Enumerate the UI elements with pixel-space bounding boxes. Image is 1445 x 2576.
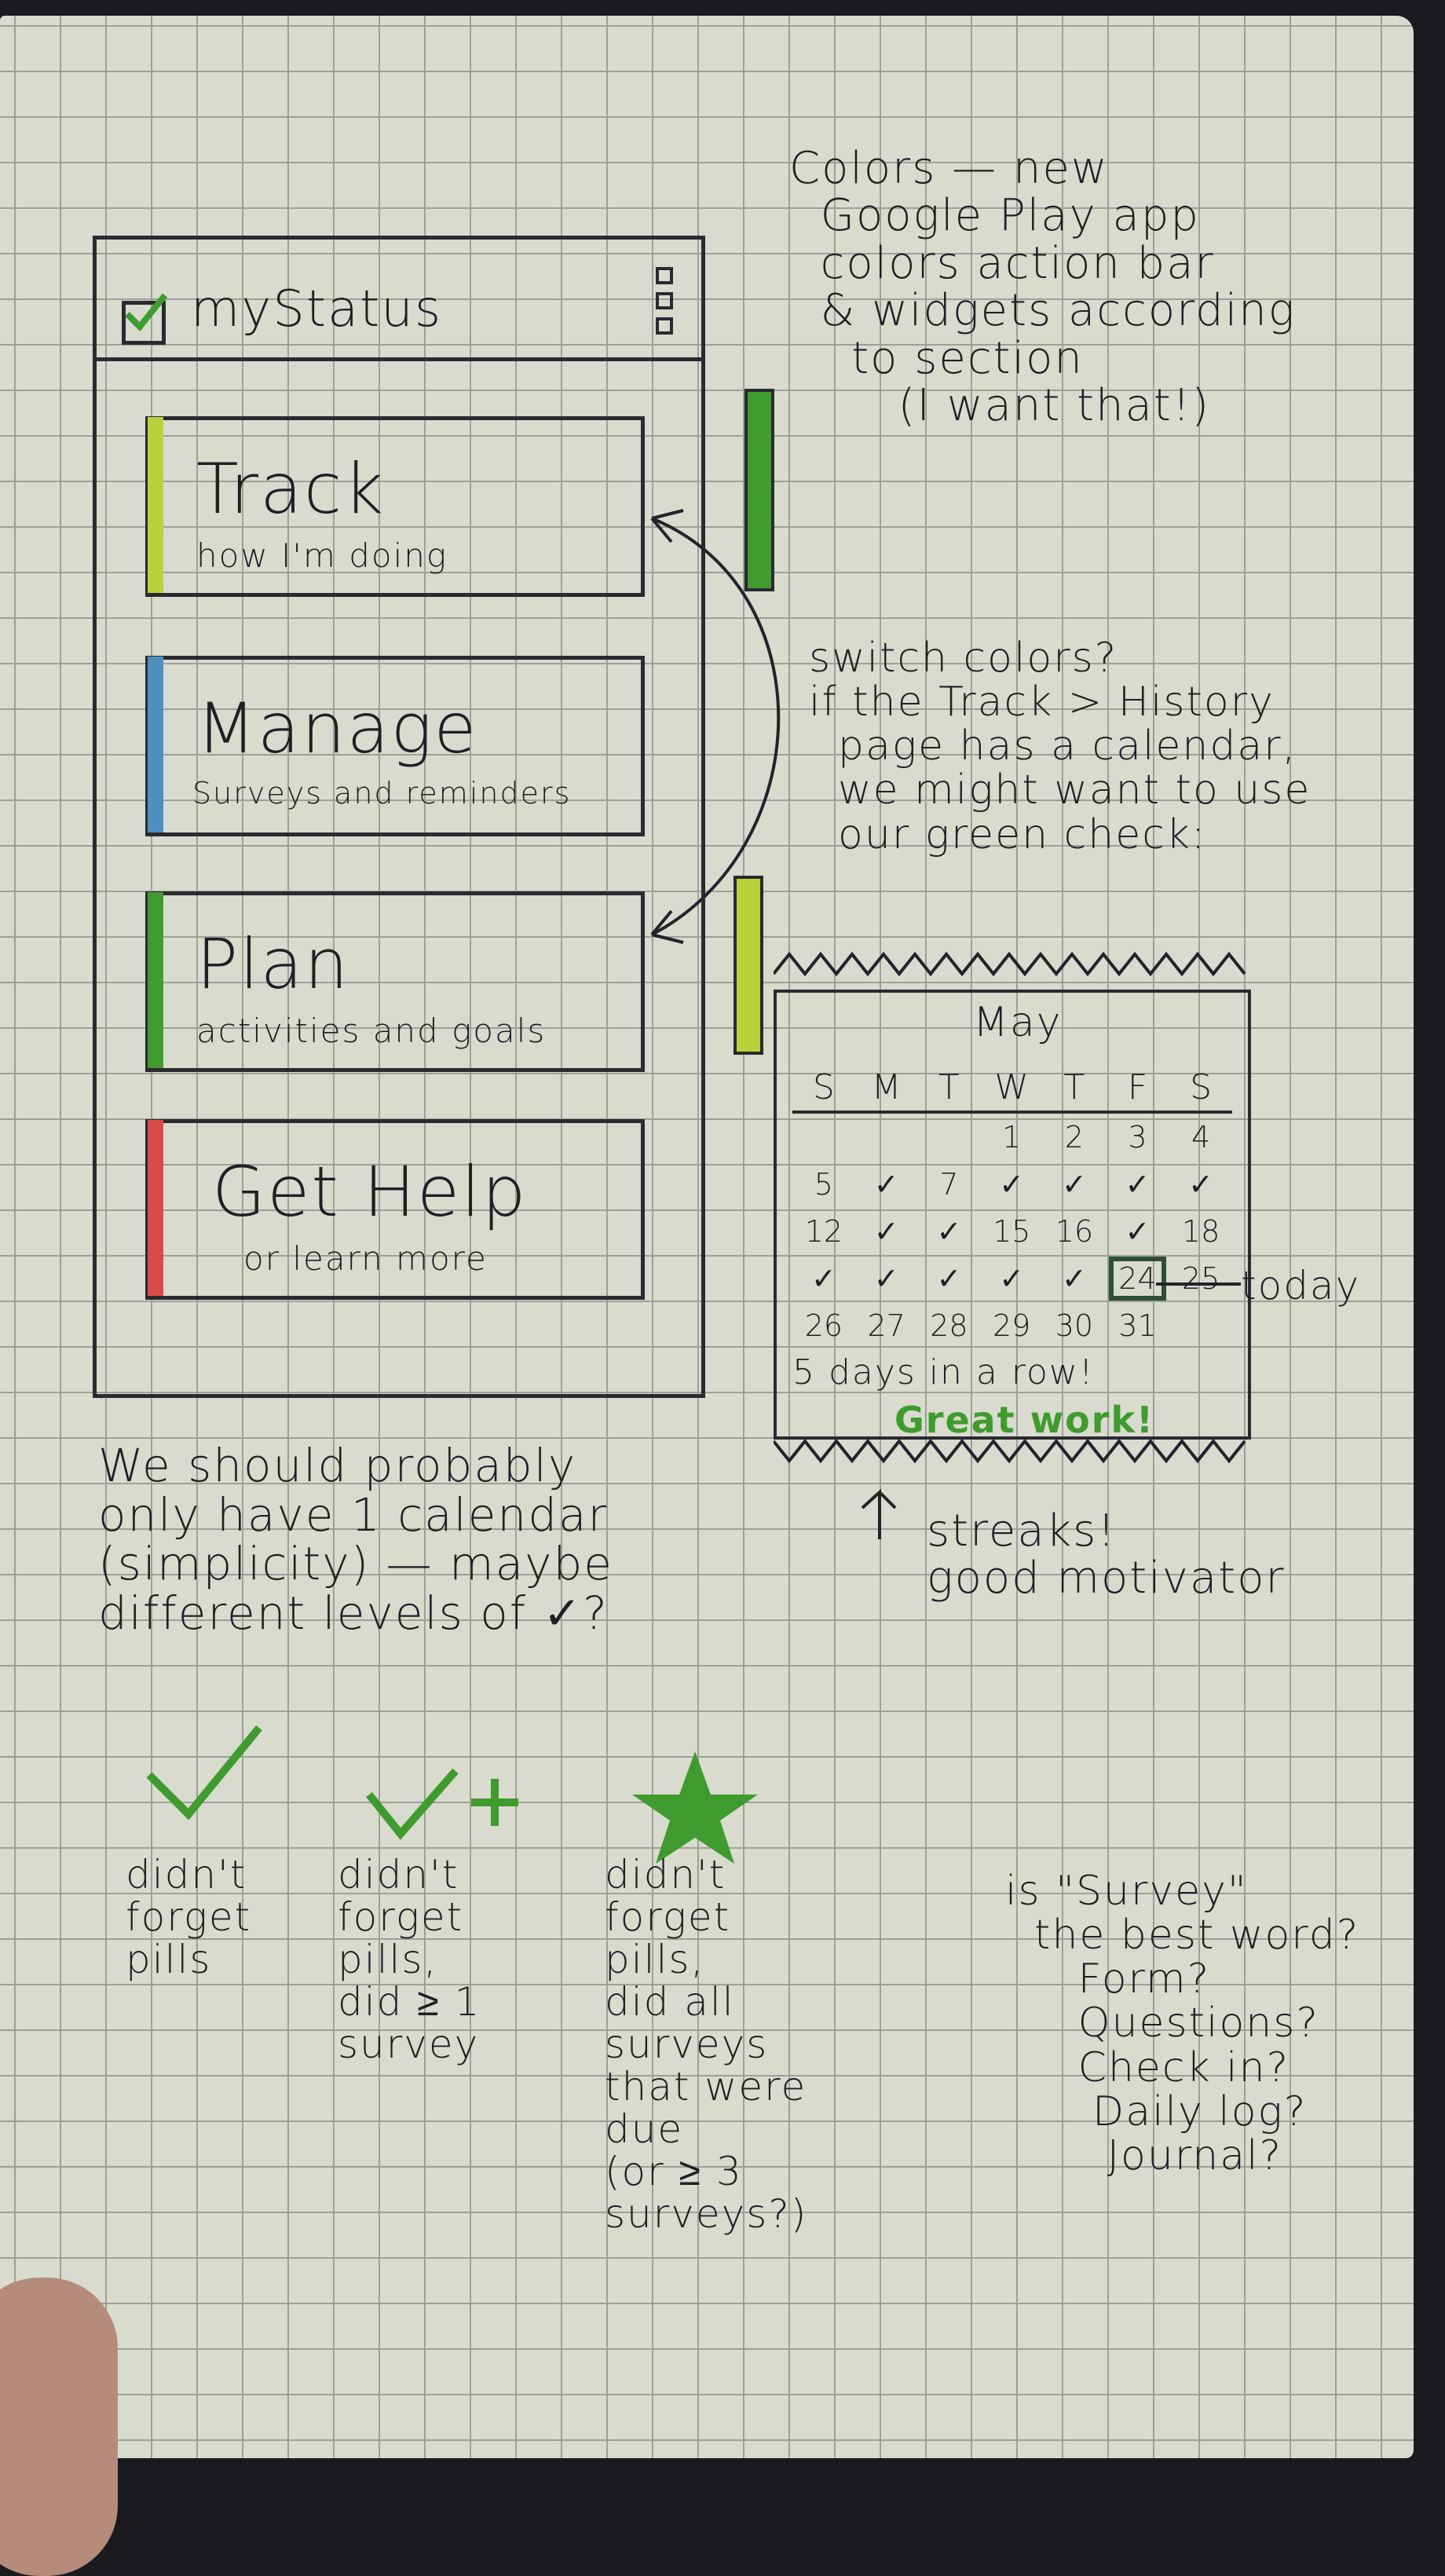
calendar-grid: S M T W T F S 1 2 3 4 xyxy=(792,1063,1232,1349)
calendar-day[interactable]: 12 xyxy=(804,1214,843,1249)
side-color-bar-lime xyxy=(733,876,763,1055)
calendar-week: 26 27 28 29 30 31 xyxy=(792,1302,1232,1349)
calendar-day[interactable]: 28 xyxy=(930,1308,968,1343)
legend-item-3: didn't forget pills, did all surveys tha… xyxy=(605,1852,808,2237)
streaks-note: streaks! good motivator xyxy=(927,1506,1286,1605)
today-pointer-icon xyxy=(1156,1283,1241,1286)
day-header: S xyxy=(1169,1063,1232,1114)
check-icon[interactable]: ✓ xyxy=(1125,1214,1151,1249)
day-header: F xyxy=(1105,1063,1170,1114)
plan-subtitle: activities and goals xyxy=(196,1012,547,1050)
calendar-day[interactable] xyxy=(918,1112,981,1161)
calendar-day[interactable]: 2 xyxy=(1064,1120,1084,1154)
manage-color-stripe xyxy=(148,657,163,832)
calendar-day[interactable]: 27 xyxy=(867,1308,905,1343)
track-color-stripe xyxy=(148,417,163,593)
torn-edge-top xyxy=(774,951,1246,977)
thumb xyxy=(0,2278,118,2576)
streak-text: 5 days in a row! xyxy=(792,1352,1095,1392)
check-icon[interactable]: ✓ xyxy=(873,1261,899,1296)
calendar-day[interactable]: 31 xyxy=(1118,1308,1157,1343)
check-icon[interactable]: ✓ xyxy=(999,1261,1025,1296)
switch-arrow-icon xyxy=(650,509,781,944)
calendar-day[interactable]: 7 xyxy=(939,1167,959,1202)
colors-note: Colors — new Google Play app colors acti… xyxy=(789,143,1297,432)
manage-title: Manage xyxy=(196,688,478,769)
calendar-day[interactable] xyxy=(1169,1302,1232,1349)
calendar-day[interactable]: 15 xyxy=(992,1214,1031,1249)
today-cell[interactable]: 24 xyxy=(1106,1255,1169,1302)
calendar-day[interactable] xyxy=(855,1112,918,1161)
manage-subtitle: Surveys and reminders xyxy=(192,776,572,810)
calendar-week: 12 ✓ ✓ 15 16 ✓ 18 xyxy=(792,1208,1232,1255)
day-header: T xyxy=(1043,1063,1106,1114)
get-help-card[interactable]: Get Help or learn more xyxy=(145,1119,645,1300)
calendar-day[interactable]: 4 xyxy=(1191,1120,1211,1154)
legend-item-1: didn't forget pills xyxy=(126,1852,252,1982)
calendar-week: 1 2 3 4 xyxy=(792,1112,1232,1161)
overflow-menu-icon[interactable] xyxy=(656,267,673,342)
check-icon[interactable]: ✓ xyxy=(810,1261,836,1296)
phone-wireframe: myStatus Track how I'm doing Manage Surv… xyxy=(93,236,705,1398)
day-header: S xyxy=(792,1063,855,1114)
check-icon[interactable]: ✓ xyxy=(999,1167,1025,1202)
calendar-day[interactable]: 1 xyxy=(1002,1120,1022,1154)
get-help-color-stripe xyxy=(148,1120,163,1296)
history-calendar: May S M T W T F S 1 2 3 xyxy=(774,990,1251,1440)
switch-colors-note: switch colors? if the Track > History pa… xyxy=(809,635,1311,858)
check-plus-icon xyxy=(366,1768,518,1840)
plan-card[interactable]: Plan activities and goals xyxy=(145,891,645,1072)
calendar-week: ✓ ✓ ✓ ✓ ✓ 24 25 xyxy=(792,1255,1232,1302)
check-icon[interactable]: ✓ xyxy=(1125,1167,1151,1202)
day-header: M xyxy=(854,1063,918,1114)
check-icon[interactable]: ✓ xyxy=(873,1214,899,1249)
calendar-day[interactable]: 26 xyxy=(804,1308,843,1343)
check-icon[interactable]: ✓ xyxy=(1061,1261,1087,1296)
calendar-levels-note: We should probably only have 1 calendar … xyxy=(98,1439,613,1640)
check-icon[interactable]: ✓ xyxy=(873,1167,899,1202)
manage-card[interactable]: Manage Surveys and reminders xyxy=(145,656,645,836)
plan-color-stripe xyxy=(148,892,163,1068)
calendar-day[interactable]: 3 xyxy=(1128,1120,1147,1154)
check-icon[interactable]: ✓ xyxy=(936,1214,962,1249)
get-help-title: Get Help xyxy=(212,1151,528,1232)
calendar-day[interactable]: 16 xyxy=(1055,1214,1094,1249)
side-color-bar-green xyxy=(744,389,774,591)
track-subtitle: how I'm doing xyxy=(196,536,448,575)
plan-title: Plan xyxy=(196,924,350,1004)
app-title: myStatus xyxy=(191,280,443,338)
calendar-month: May xyxy=(973,999,1063,1046)
get-help-subtitle: or learn more xyxy=(243,1239,488,1278)
calendar-header-row: S M T W T F S xyxy=(792,1063,1232,1114)
calendar-day[interactable]: 30 xyxy=(1055,1308,1094,1343)
today-day: 24 xyxy=(1109,1257,1166,1301)
check-icon[interactable]: ✓ xyxy=(1188,1167,1214,1202)
app-logo-check-icon xyxy=(122,293,168,345)
calendar-week: 5 ✓ 7 ✓ ✓ ✓ ✓ xyxy=(792,1161,1232,1208)
day-header: T xyxy=(917,1063,981,1114)
legend-item-2: didn't forget pills, did ≥ 1 survey xyxy=(338,1852,481,2067)
praise-text: Great work! xyxy=(894,1399,1155,1441)
track-card[interactable]: Track how I'm doing xyxy=(145,416,645,597)
calendar-day[interactable]: 18 xyxy=(1181,1214,1220,1249)
survey-word-note: is "Survey" the best word? Form? Questio… xyxy=(1005,1868,1360,2179)
up-arrow-icon xyxy=(861,1488,897,1539)
track-title: Track xyxy=(196,448,386,529)
calendar-day[interactable] xyxy=(792,1112,855,1161)
action-bar: myStatus xyxy=(97,240,701,361)
notebook-page: myStatus Track how I'm doing Manage Surv… xyxy=(0,16,1414,2458)
day-header: W xyxy=(980,1063,1043,1114)
calendar-day[interactable]: 25 xyxy=(1181,1261,1220,1296)
check-icon[interactable]: ✓ xyxy=(1061,1167,1087,1202)
calendar-day[interactable]: 5 xyxy=(814,1167,833,1202)
star-icon xyxy=(632,1751,758,1864)
calendar-day[interactable]: 29 xyxy=(992,1308,1031,1343)
torn-edge-bottom xyxy=(774,1438,1246,1464)
check-icon xyxy=(146,1725,262,1820)
today-label: today xyxy=(1241,1263,1361,1308)
check-icon[interactable]: ✓ xyxy=(936,1261,962,1296)
